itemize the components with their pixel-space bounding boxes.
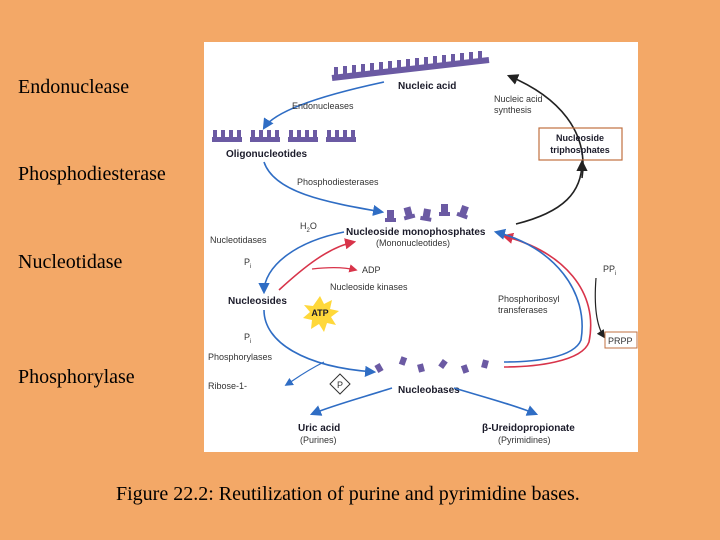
figure-panel: Nucleic acid Endonucleases Nucleic acid … (204, 42, 638, 452)
synthesis-label-2: synthesis (494, 105, 532, 115)
ppi-label: PPi (603, 264, 616, 277)
pi-label-2: Pi (244, 332, 251, 345)
prpp-arrow (594, 277, 605, 339)
phosphoribosyl-label-2: transferases (498, 305, 548, 315)
adp-arrow (311, 264, 358, 273)
nucleotidases-label: Nucleotidases (210, 235, 267, 245)
nucleobases-label: Nucleobases (398, 385, 460, 396)
pi-label-1: Pi (244, 257, 251, 270)
label-nucleotidase: Nucleotidase (18, 251, 123, 273)
prpp-box (604, 331, 638, 349)
nucleotidases-arrow (258, 231, 345, 295)
phosphodiesterases-label: Phosphodiesterases (297, 177, 379, 187)
uric-acid-arrow (309, 387, 393, 416)
prpp-label: PRPP (608, 336, 633, 346)
pathway-diagram: Nucleic acid Endonucleases Nucleic acid … (208, 51, 638, 445)
oligonucleotides-label: Oligonucleotides (226, 149, 308, 160)
ribose-arrow (284, 361, 325, 386)
triphosphates-label-2: triphosphates (550, 145, 610, 155)
triphosphates-label-1: Nucleoside (556, 133, 604, 143)
pyrimidines-label: (Pyrimidines) (498, 435, 551, 445)
phosphodiesterases-arrow (263, 161, 385, 216)
label-phosphorylase: Phosphorylase (18, 366, 135, 388)
phosphoribosyl-label-1: Phosphoribosyl (498, 294, 560, 304)
monophosphates-label: Nucleoside monophosphates (346, 227, 486, 238)
figure-caption: Figure 22.2: Reutilization of purine and… (116, 483, 580, 505)
svg-text:P: P (337, 380, 343, 390)
transferases-arrow-red (501, 232, 592, 368)
mononucleotides-label: (Mononucleotides) (376, 238, 450, 248)
nucleic-acid-strand (331, 51, 490, 81)
oligonucleotide-fragments (212, 130, 356, 142)
endonucleases-arrow (262, 81, 385, 130)
nucleobase-shapes (374, 356, 489, 374)
atp-burst: ATP (303, 296, 339, 332)
phosphate-diamond: P (329, 373, 351, 395)
synthesis-arrow (506, 74, 584, 179)
phosphorylases-arrow (263, 309, 377, 377)
adp-label: ADP (362, 265, 381, 275)
transferases-arrow-blue (493, 228, 583, 363)
phosphorylases-label: Phosphorylases (208, 352, 273, 362)
ribose-label: Ribose-1- (208, 381, 247, 391)
mononucleotide-shapes (385, 204, 469, 222)
purines-label: (Purines) (300, 435, 337, 445)
monophosphate-to-triphosphate-arrow (515, 159, 588, 225)
nucleic-acid-label: Nucleic acid (398, 81, 456, 92)
nucleoside-kinases-label: Nucleoside kinases (330, 282, 408, 292)
nucleoside-kinases-arrow (278, 238, 357, 291)
label-endonuclease: Endonuclease (18, 76, 130, 98)
ureidopropionate-arrow (453, 387, 539, 416)
synthesis-label-1: Nucleic acid (494, 94, 543, 104)
atp-label: ATP (311, 308, 328, 318)
endonucleases-label: Endonucleases (292, 101, 354, 111)
nucleosides-label: Nucleosides (228, 296, 287, 307)
h2o-label: H2O (300, 221, 317, 234)
uric-acid-label: Uric acid (298, 423, 340, 434)
label-phosphodiesterase: Phosphodiesterase (18, 163, 166, 185)
ureidopropionate-label: β-Ureidopropionate (482, 423, 575, 434)
